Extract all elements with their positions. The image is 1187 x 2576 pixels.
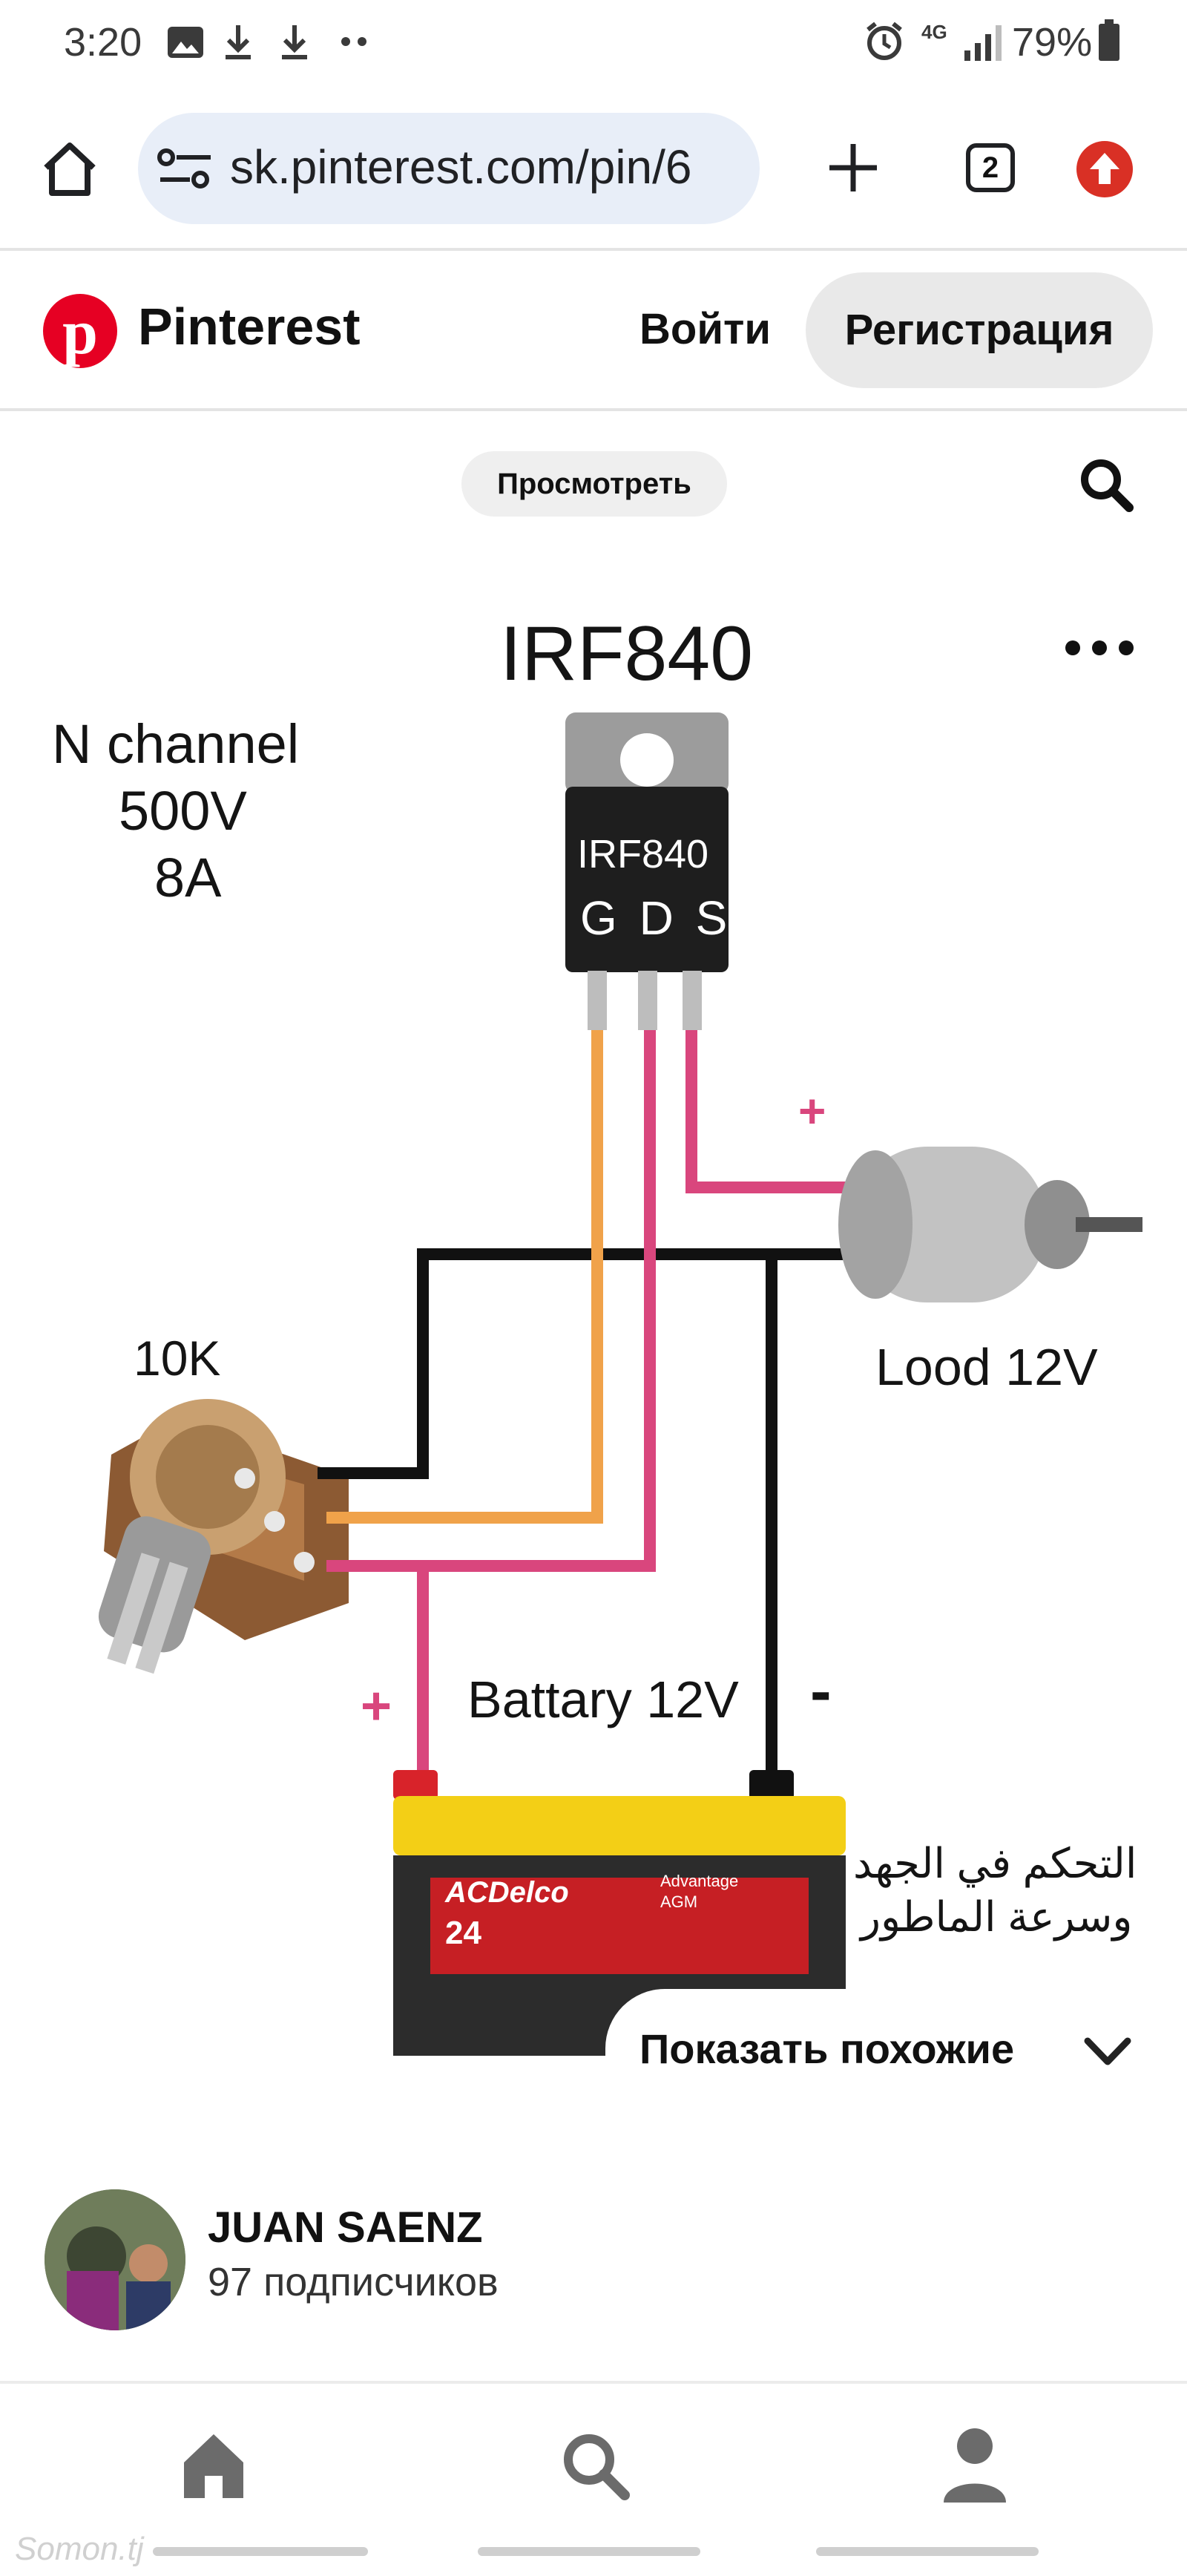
- motor-graphic: [838, 1147, 1142, 1302]
- brand-name[interactable]: Pinterest: [138, 298, 361, 355]
- author-name[interactable]: JUAN SAENZ: [208, 2203, 483, 2252]
- arabic-caption-line2: وسرعة الماطور: [861, 1893, 1133, 1940]
- chevron-down-icon[interactable]: [1083, 2033, 1132, 2071]
- browser-menu-button[interactable]: [1076, 141, 1133, 197]
- potentiometer-label: 10K: [134, 1331, 221, 1386]
- transistor-graphic: [565, 712, 729, 1030]
- more-dots-icon: [341, 37, 366, 46]
- author-followers: 97 подписчиков: [208, 2260, 499, 2304]
- battery-number: 24: [445, 1915, 481, 1951]
- pin-image[interactable]: IRF840 N channel 500V 8A IRF840 G D S + …: [22, 564, 1180, 2071]
- arabic-caption-line1: التحكم في الجهد: [853, 1840, 1137, 1887]
- view-button[interactable]: Просмотреть: [461, 451, 727, 517]
- image-icon: [168, 27, 203, 58]
- motor-plus-sign: +: [798, 1084, 826, 1138]
- home-icon[interactable]: [40, 140, 99, 199]
- more-horizontal-icon: [1065, 640, 1134, 655]
- new-tab-icon[interactable]: [825, 140, 881, 196]
- status-time: 3:20: [64, 20, 142, 65]
- show-similar-label[interactable]: Показать похожие: [639, 2025, 1015, 2072]
- battery-percent: 79%: [1012, 20, 1093, 65]
- signal-icon: [964, 25, 1002, 61]
- transistor-body-label: IRF840: [577, 832, 709, 876]
- transistor-title: IRF840: [500, 611, 754, 697]
- profile-nav-icon[interactable]: [938, 2425, 1012, 2503]
- transistor-pins-label: G D S: [580, 891, 732, 945]
- potentiometer-graphic: [98, 1399, 349, 1674]
- tab-count-button[interactable]: 2: [966, 143, 1015, 192]
- url-text[interactable]: sk.pinterest.com/pin/6: [230, 140, 692, 194]
- search-nav-icon[interactable]: [558, 2428, 632, 2503]
- divider: [0, 408, 1187, 411]
- battery-plus-sign: +: [361, 1677, 392, 1736]
- spec-current: 8A: [154, 847, 222, 908]
- battery-brand: ACDelco: [445, 1876, 569, 1909]
- site-settings-icon[interactable]: [157, 145, 215, 193]
- show-similar-bar[interactable]: [605, 1989, 1187, 2108]
- battery-line1: Advantage: [660, 1872, 739, 1890]
- alarm-icon: [867, 22, 902, 60]
- gesture-bar: [478, 2547, 700, 2556]
- battery-label: Battary 12V: [467, 1671, 739, 1728]
- pinterest-logo-icon[interactable]: p: [43, 294, 117, 368]
- signup-button[interactable]: Регистрация: [806, 272, 1153, 388]
- search-icon[interactable]: [1077, 456, 1137, 515]
- gesture-bar: [816, 2547, 1039, 2556]
- svg-text:p: p: [62, 296, 98, 367]
- download-icon: [282, 25, 307, 59]
- url-bar[interactable]: [138, 113, 760, 224]
- home-nav-icon[interactable]: [177, 2428, 251, 2503]
- battery-line2: AGM: [660, 1892, 698, 1911]
- status-bar: 3:20 4G 79%: [0, 0, 1187, 89]
- spec-voltage: 500V: [119, 780, 247, 842]
- divider: [0, 248, 1187, 251]
- watermark: Somon.tj: [15, 2531, 144, 2567]
- avatar[interactable]: [45, 2189, 185, 2330]
- download-icon: [226, 25, 251, 59]
- more-options-button[interactable]: [1062, 628, 1137, 658]
- bottom-nav: [0, 2381, 1187, 2576]
- network-label: 4G: [921, 21, 947, 43]
- gesture-bar: [153, 2547, 368, 2556]
- spec-channel: N channel: [52, 713, 300, 775]
- update-arrow-icon: [1090, 153, 1119, 184]
- load-label: Lood 12V: [875, 1338, 1098, 1396]
- battery-minus-sign: -: [810, 1656, 832, 1727]
- login-button[interactable]: Войти: [639, 305, 772, 353]
- battery-icon: [1099, 19, 1119, 61]
